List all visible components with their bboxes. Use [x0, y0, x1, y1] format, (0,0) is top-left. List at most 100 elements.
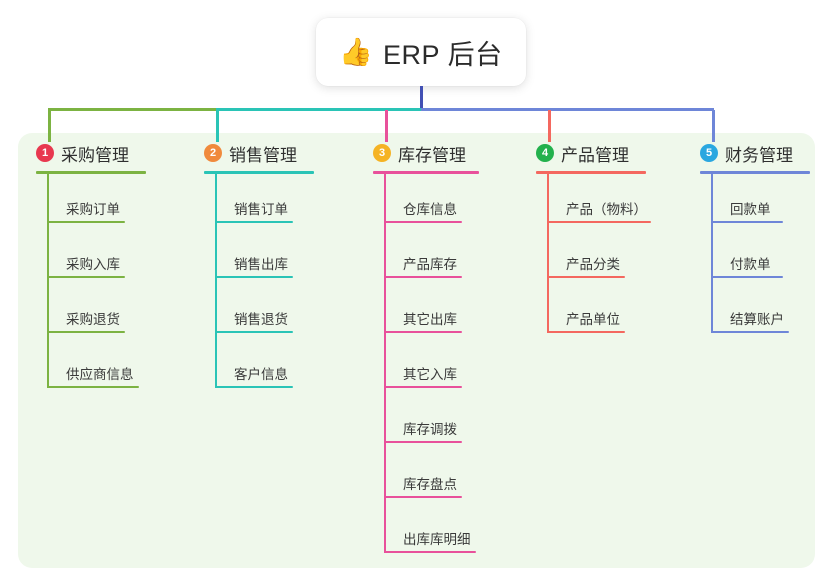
- branch-child-label: 产品（物料）: [566, 202, 647, 217]
- branch-child-item[interactable]: 出库库明细: [373, 504, 479, 559]
- branch-child-item[interactable]: 付款单: [700, 229, 810, 284]
- branch-number-badge: 3: [373, 144, 391, 162]
- branch-child-item[interactable]: 其它出库: [373, 284, 479, 339]
- branch-child-rule: [215, 331, 293, 333]
- branch-title-label: 财务管理: [725, 145, 793, 165]
- branch-column-5: 5 财务管理回款单付款单结算账户: [700, 141, 810, 339]
- branch-child-label: 库存盘点: [403, 477, 457, 492]
- branch-child-rule: [47, 386, 139, 388]
- branch-child-item[interactable]: 销售出库: [204, 229, 314, 284]
- branch-child-label: 付款单: [730, 257, 771, 272]
- branch-child-rule: [47, 276, 125, 278]
- branch-header-rule: [700, 171, 810, 174]
- root-node-label: ERP 后台: [383, 39, 503, 70]
- branch-child-item[interactable]: 产品分类: [536, 229, 646, 284]
- branch-child-rule: [384, 386, 462, 388]
- branch-child-item[interactable]: 供应商信息: [36, 339, 146, 394]
- branch-spine-line: [384, 174, 386, 553]
- branch-child-item[interactable]: 库存调拨: [373, 394, 479, 449]
- connector-drop-5: [712, 110, 715, 142]
- branch-spine-line: [547, 174, 549, 333]
- branch-spine-line: [711, 174, 713, 333]
- branch-children-list: 产品（物料） 产品分类产品单位: [536, 174, 651, 339]
- branch-child-item[interactable]: 采购订单: [36, 174, 146, 229]
- branch-child-item[interactable]: 客户信息: [204, 339, 314, 394]
- branch-child-item[interactable]: 销售退货: [204, 284, 314, 339]
- branch-child-rule: [547, 276, 625, 278]
- branch-child-rule: [47, 221, 125, 223]
- branch-spine-line: [47, 174, 49, 388]
- branch-column-2: 2 销售管理销售订单销售出库销售退货客户信息: [204, 141, 314, 394]
- branch-child-rule: [47, 331, 125, 333]
- branch-child-label: 回款单: [730, 202, 771, 217]
- branch-child-label: 采购订单: [66, 202, 120, 217]
- connector-drop-3: [385, 110, 388, 142]
- branch-child-rule: [384, 221, 462, 223]
- branch-child-item[interactable]: 回款单: [700, 174, 810, 229]
- branch-child-rule: [215, 276, 293, 278]
- branch-child-rule: [215, 221, 293, 223]
- branch-child-label: 采购退货: [66, 312, 120, 327]
- branch-child-rule: [711, 221, 783, 223]
- branch-child-rule: [384, 276, 462, 278]
- root-node-erp-backend[interactable]: 👍 ERP 后台: [316, 18, 526, 86]
- branch-header-3[interactable]: 3 库存管理: [373, 141, 479, 165]
- branch-column-1: 1 采购管理采购订单采购入库采购退货供应商信息: [36, 141, 146, 394]
- branch-child-rule: [547, 221, 651, 223]
- branch-title-label: 产品管理: [561, 145, 629, 165]
- branch-header-rule: [204, 171, 314, 174]
- branch-header-rule: [536, 171, 646, 174]
- branch-child-item[interactable]: 产品（物料）: [536, 174, 651, 229]
- branch-child-item[interactable]: 结算账户: [700, 284, 810, 339]
- branch-child-label: 销售退货: [234, 312, 288, 327]
- connector-segment-2: [216, 108, 421, 111]
- connector-segment-1: [48, 108, 216, 111]
- branch-child-item[interactable]: 产品单位: [536, 284, 646, 339]
- branch-child-label: 产品分类: [566, 257, 620, 272]
- connector-drop-1: [48, 110, 51, 142]
- branch-child-label: 仓库信息: [403, 202, 457, 217]
- branch-header-rule: [373, 171, 479, 174]
- branches-background-panel: [18, 133, 815, 568]
- connector-segment-right: [421, 108, 714, 111]
- branch-header-rule: [36, 171, 146, 174]
- branch-child-label: 其它入库: [403, 367, 457, 382]
- branch-child-label: 销售出库: [234, 257, 288, 272]
- branch-child-item[interactable]: 采购退货: [36, 284, 146, 339]
- branch-child-label: 销售订单: [234, 202, 288, 217]
- branch-child-label: 产品库存: [403, 257, 457, 272]
- branch-child-item[interactable]: 销售订单: [204, 174, 314, 229]
- branch-child-rule: [384, 441, 462, 443]
- thumbs-up-icon: 👍: [339, 36, 374, 67]
- branch-child-rule: [215, 386, 293, 388]
- branch-child-rule: [384, 331, 462, 333]
- branch-number-badge: 2: [204, 144, 222, 162]
- branch-child-label: 供应商信息: [66, 367, 134, 382]
- branch-child-rule: [711, 331, 789, 333]
- branch-child-rule: [384, 551, 476, 553]
- branch-header-5[interactable]: 5 财务管理: [700, 141, 810, 165]
- root-connector-line: [420, 86, 423, 110]
- branch-child-item[interactable]: 采购入库: [36, 229, 146, 284]
- branch-child-item[interactable]: 产品库存: [373, 229, 479, 284]
- branch-header-1[interactable]: 1 采购管理: [36, 141, 146, 165]
- branch-child-item[interactable]: 库存盘点: [373, 449, 479, 504]
- branch-child-label: 客户信息: [234, 367, 288, 382]
- branch-header-2[interactable]: 2 销售管理: [204, 141, 314, 165]
- branch-number-badge: 5: [700, 144, 718, 162]
- branch-child-rule: [384, 496, 462, 498]
- branch-title-label: 采购管理: [61, 145, 129, 165]
- branch-title-label: 销售管理: [229, 145, 297, 165]
- branch-children-list: 采购订单采购入库采购退货供应商信息: [36, 174, 146, 394]
- branch-child-label: 产品单位: [566, 312, 620, 327]
- branch-child-item[interactable]: 仓库信息: [373, 174, 479, 229]
- branch-children-list: 仓库信息产品库存其它出库其它入库库存调拨库存盘点出库库明细: [373, 174, 479, 559]
- branch-number-badge: 1: [36, 144, 54, 162]
- connector-drop-2: [216, 110, 219, 142]
- branch-child-label: 结算账户: [730, 312, 784, 327]
- branch-title-label: 库存管理: [398, 145, 466, 165]
- branch-child-item[interactable]: 其它入库: [373, 339, 479, 394]
